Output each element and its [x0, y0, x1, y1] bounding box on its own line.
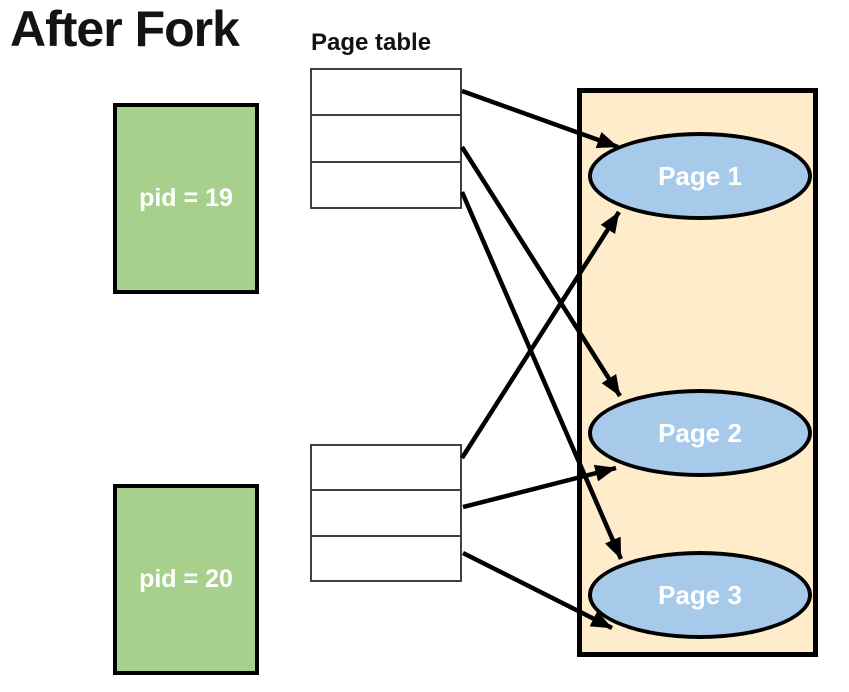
memory-page-2: Page 2: [588, 389, 812, 477]
page-table-pid20-row3: [312, 534, 460, 580]
page-table-pid20-row1: [312, 446, 460, 489]
process-box-pid19: pid = 19: [113, 103, 259, 294]
diagram-title: After Fork: [10, 1, 240, 57]
page-table-pid20: [310, 444, 462, 582]
memory-page-2-label: Page 2: [658, 417, 742, 448]
process-label-pid19: pid = 19: [139, 184, 233, 212]
page-table-pid19-row1: [312, 70, 460, 114]
page-table-label: Page table: [311, 29, 432, 56]
memory-page-3-label: Page 3: [658, 579, 742, 610]
memory-page-1: Page 1: [588, 132, 812, 220]
page-table-pid19-row3: [312, 160, 460, 207]
memory-page-1-label: Page 1: [658, 160, 742, 191]
memory-page-3: Page 3: [588, 551, 812, 639]
page-table-pid20-row2: [312, 489, 460, 534]
process-label-pid20: pid = 20: [139, 565, 233, 593]
page-table-pid19: [310, 68, 462, 209]
process-box-pid20: pid = 20: [113, 484, 259, 675]
page-table-pid19-row2: [312, 114, 460, 160]
